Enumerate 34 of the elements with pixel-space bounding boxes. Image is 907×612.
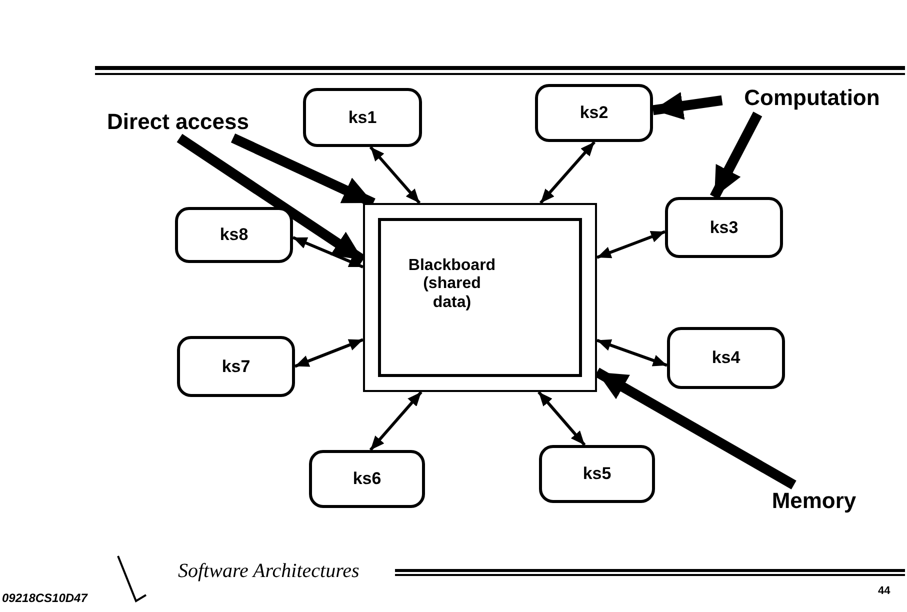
blackboard-box: [363, 203, 597, 392]
double-arrow: [369, 146, 421, 204]
knowledge-source-box: [539, 445, 655, 503]
node-label: ks6: [352, 469, 382, 489]
annotation-text: Computation: [744, 85, 880, 111]
double-arrow: [538, 391, 586, 446]
footer-title: Software Architectures: [178, 560, 360, 583]
double-arrow: [539, 141, 596, 204]
knowledge-source-box: [309, 450, 425, 508]
document-code: 09218CS10D47: [2, 591, 88, 605]
node-label: ks4: [712, 348, 740, 368]
double-arrow: [596, 338, 668, 367]
double-arrow: [369, 391, 422, 451]
thick-arrow: [710, 112, 762, 200]
page-number: 44: [878, 585, 890, 597]
knowledge-source-box: [303, 88, 422, 147]
knowledge-source-box: [175, 207, 293, 263]
double-arrow: [292, 236, 364, 268]
double-arrow: [596, 230, 666, 259]
node-label: ks5: [582, 464, 612, 484]
knowledge-source-box: [535, 84, 653, 142]
node-label: ks8: [220, 225, 248, 245]
double-arrow: [294, 338, 364, 368]
thick-arrow: [652, 92, 723, 120]
node-label: ks3: [710, 218, 738, 238]
node-label: ks1: [348, 108, 377, 128]
node-label: ks7: [222, 356, 250, 376]
knowledge-source-box: [177, 336, 295, 397]
node-label: Blackboard (shared data): [407, 257, 497, 312]
knowledge-source-box: [665, 197, 783, 258]
knowledge-source-box: [667, 327, 785, 389]
annotation-text: Direct access: [107, 109, 249, 135]
annotation-text: Memory: [772, 488, 856, 514]
node-label: ks2: [580, 103, 608, 123]
